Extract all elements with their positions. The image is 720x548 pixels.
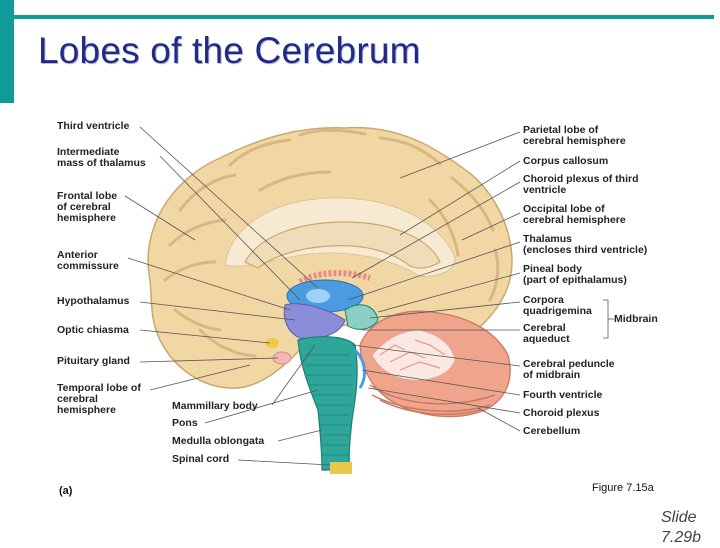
- label-medulla-oblongata: Medulla oblongata: [172, 435, 265, 447]
- label-third-ventricle: Third ventricle: [57, 120, 130, 132]
- label-mammillary-body: Mammillary body: [172, 400, 258, 412]
- accent-bar-top: [14, 15, 714, 19]
- label-cerebral-aqueduct: Cerebral aqueduct: [523, 322, 570, 345]
- label-midbrain: Midbrain: [614, 313, 658, 325]
- label-choroid-plexus-third: Choroid plexus of third ventricle: [523, 173, 639, 196]
- label-intermediate-mass: Intermediate mass of thalamus: [57, 146, 146, 169]
- label-frontal-lobe: Frontal lobe of cerebral hemisphere: [57, 190, 118, 224]
- panel-label: (a): [59, 485, 73, 497]
- label-spinal-cord: Spinal cord: [172, 453, 230, 465]
- slide-title: Lobes of the Cerebrum: [38, 30, 421, 71]
- corpus-callosum-shape: [244, 221, 441, 269]
- accent-bar-left: [0, 0, 14, 103]
- slide-number: Slide 7.29b: [661, 508, 701, 548]
- label-pineal-body: Pineal body (part of epithalamus): [523, 263, 627, 286]
- label-cerebral-peduncle: Cerebral peduncle of midbrain: [523, 358, 615, 381]
- label-hypothalamus: Hypothalamus: [57, 295, 130, 307]
- label-thalamus: Thalamus (encloses third ventricle): [523, 233, 648, 256]
- slide-number-line1: Slide: [661, 509, 697, 526]
- label-choroid-plexus: Choroid plexus: [523, 407, 600, 419]
- label-pons: Pons: [172, 417, 198, 429]
- label-parietal-lobe: Parietal lobe of cerebral hemisphere: [523, 124, 626, 147]
- label-corpus-callosum: Corpus callosum: [523, 155, 609, 167]
- label-anterior-commissure: Anterior commissure: [57, 249, 119, 272]
- figure-caption: Figure 7.15a: [592, 482, 654, 494]
- label-corpora-quadrigemina: Corpora quadrigemina: [523, 294, 592, 317]
- brainstem-shape: [297, 336, 358, 471]
- label-cerebellum: Cerebellum: [523, 425, 581, 437]
- label-temporal-lobe: Temporal lobe of cerebral hemisphere: [57, 382, 141, 416]
- label-occipital-lobe: Occipital lobe of cerebral hemisphere: [523, 203, 626, 226]
- label-fourth-ventricle: Fourth ventricle: [523, 389, 603, 401]
- slide-number-line2: 7.29b: [661, 529, 702, 546]
- label-optic-chiasma: Optic chiasma: [57, 324, 129, 336]
- label-pituitary-gland: Pituitary gland: [57, 355, 130, 367]
